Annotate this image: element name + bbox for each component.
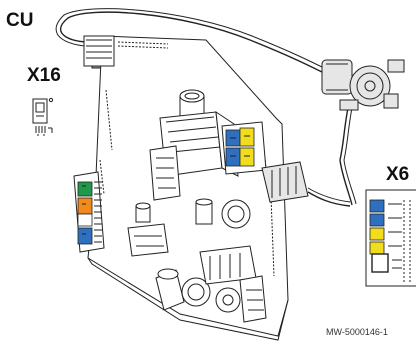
terminal-strip-left bbox=[73, 171, 105, 253]
terminal-block-board-right bbox=[221, 121, 267, 175]
x6-terminal-block bbox=[365, 189, 416, 287]
x6-label: X6 bbox=[386, 164, 409, 185]
board-connector-top bbox=[83, 35, 115, 67]
figure-reference: MW-5000146-1 bbox=[326, 327, 388, 337]
component-potentiometer bbox=[181, 277, 241, 313]
cable-harness bbox=[55, 8, 357, 207]
circulation-pump-icon bbox=[321, 59, 405, 111]
component-fuse-holder bbox=[155, 268, 185, 311]
component-lower-connector bbox=[199, 245, 267, 323]
component-relay bbox=[149, 145, 181, 201]
cu-label: CU bbox=[6, 10, 33, 31]
component-small-cap bbox=[135, 198, 251, 229]
x16-connector-icon bbox=[32, 97, 54, 136]
cable-plug-right bbox=[261, 161, 309, 203]
component-block bbox=[127, 223, 169, 257]
x16-label: X16 bbox=[27, 65, 61, 86]
